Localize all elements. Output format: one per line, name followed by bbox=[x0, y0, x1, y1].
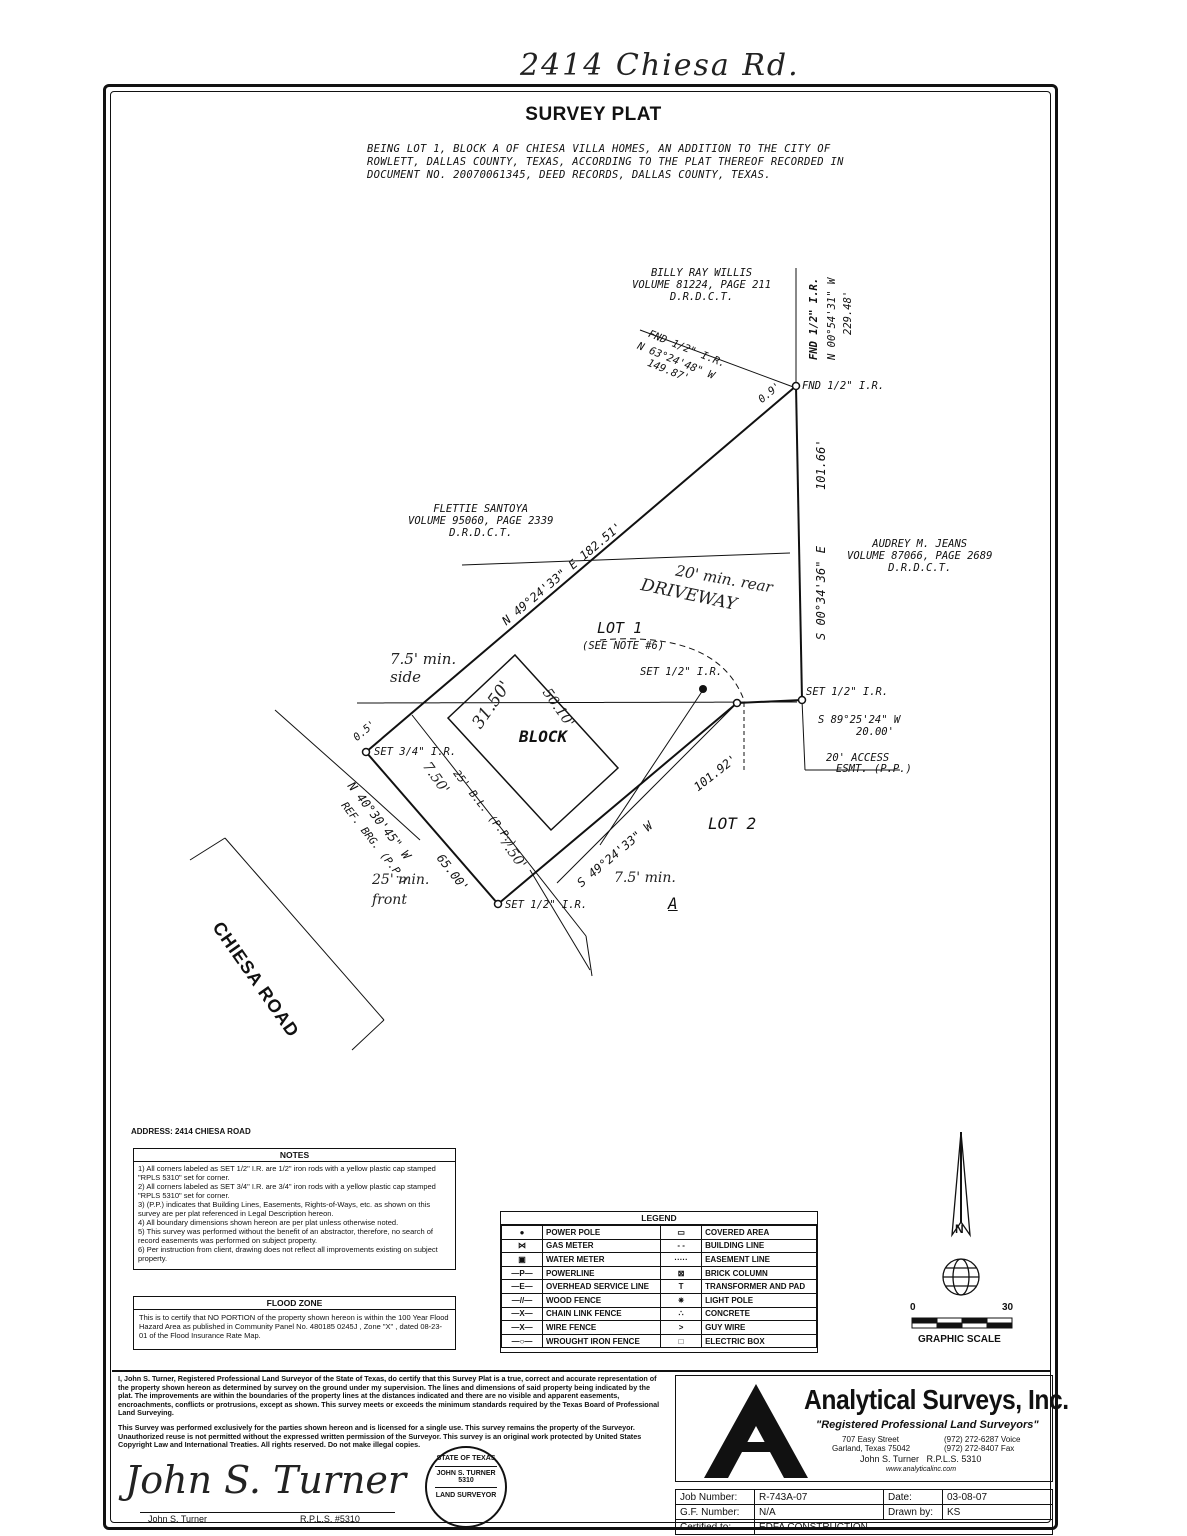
n-bearing-vertical: N 00°54'31" W bbox=[826, 277, 838, 360]
company-web: www.analyticalinc.com bbox=[886, 1466, 957, 1473]
set-ir-b: SET 1/2" I.R. bbox=[806, 686, 889, 698]
flood-zone-text: This is to certify that NO PORTION of th… bbox=[139, 1313, 449, 1340]
gf-number-value: N/A bbox=[754, 1504, 884, 1520]
graphic-scale-bar bbox=[911, 1317, 1013, 1329]
note-item: 1) All corners labeled as SET 1/2" I.R. … bbox=[138, 1164, 436, 1182]
outer-frame bbox=[103, 84, 1058, 1530]
north-label: N bbox=[955, 1222, 964, 1236]
surveyor-name: John S. Turner bbox=[148, 1514, 208, 1524]
company-street: 707 Easy Street bbox=[842, 1435, 899, 1444]
signature: John S. Turner bbox=[125, 1458, 407, 1502]
east-bearing: S 00°34'36" E bbox=[814, 546, 828, 640]
certified-to-value: EDFA CONSTRUCTION bbox=[754, 1519, 1053, 1535]
hand-front: 25' min. front bbox=[372, 872, 430, 908]
east-boundary-line bbox=[795, 385, 803, 701]
flood-zone-box: FLOOD ZONE This is to certify that NO PO… bbox=[133, 1296, 456, 1350]
n-dist-vertical: 229.48' bbox=[842, 290, 854, 335]
notes-box: NOTES 1) All corners labeled as SET 1/2"… bbox=[133, 1148, 456, 1270]
southwest-boundary-line bbox=[365, 751, 499, 905]
d20-label: 20.00' bbox=[856, 726, 894, 738]
company-city: Garland, Texas 75042 bbox=[832, 1444, 911, 1453]
company-voice: (972) 272-6287 Voice bbox=[944, 1435, 1021, 1444]
company-logo-icon bbox=[704, 1384, 808, 1478]
lot2-label: LOT 2 bbox=[708, 814, 757, 833]
hand-side-2: 7.5' min. bbox=[614, 870, 676, 886]
surveyor-rpls: R.P.L.S. #5310 bbox=[300, 1514, 360, 1524]
fnd-ir-vertical: FND 1/2" I.R. bbox=[808, 277, 820, 360]
job-number-value: R-743A-07 bbox=[754, 1489, 884, 1505]
set-ir-a: SET 1/2" I.R. bbox=[640, 666, 723, 678]
date-value: 03-08-07 bbox=[942, 1489, 1053, 1505]
note-item: 3) (P.P.) indicates that Building Lines,… bbox=[138, 1200, 431, 1218]
certified-to-label: Certified to: bbox=[675, 1519, 755, 1535]
note-item: 2) All corners labeled as SET 3/4" I.R. … bbox=[138, 1182, 436, 1200]
company-name: Analytical Surveys, Inc. bbox=[804, 1384, 1069, 1415]
surveyor-seal: STATE OF TEXAS JOHN S. TURNER 5310 LAND … bbox=[425, 1446, 507, 1528]
note-item: 6) Per instruction from client, drawing … bbox=[138, 1245, 438, 1263]
hand-side: 7.5' min. side bbox=[390, 650, 457, 686]
graphic-scale-label: GRAPHIC SCALE bbox=[918, 1334, 1001, 1345]
southeast-boundary-line bbox=[497, 702, 738, 905]
handwritten-address: 2414 Chiesa Rd. bbox=[520, 48, 800, 83]
date-label: Date: bbox=[883, 1489, 943, 1505]
notes-header: NOTES bbox=[134, 1149, 455, 1162]
signature-line bbox=[140, 1512, 395, 1513]
scale-zero: 0 bbox=[910, 1302, 916, 1313]
legal-description: BEING LOT 1, BLOCK A OF CHIESA VILLA HOM… bbox=[367, 143, 844, 181]
see-note-label: (SEE NOTE #6) bbox=[582, 640, 665, 652]
block-a-label: A bbox=[668, 894, 678, 913]
company-surveyor: John S. Turner R.P.L.S. 5310 bbox=[860, 1454, 982, 1464]
fnd-ir-top-label: FND 1/2" I.R. bbox=[802, 380, 885, 392]
block-label: BLOCK bbox=[519, 727, 568, 746]
access-label: 20' ACCESS bbox=[826, 752, 890, 764]
job-number-label: Job Number: bbox=[675, 1489, 755, 1505]
set-34-label: SET 3/4" I.R. bbox=[374, 746, 457, 758]
north-arrow-icon bbox=[942, 1131, 980, 1296]
company-tagline: "Registered Professional Land Surveyors" bbox=[816, 1419, 1039, 1431]
note-item: 4) All boundary dimensions shown hereon … bbox=[138, 1218, 399, 1227]
legend-header: LEGEND bbox=[501, 1212, 817, 1225]
company-box: Analytical Surveys, Inc. "Registered Pro… bbox=[675, 1375, 1069, 1482]
company-fax: (972) 272-8407 Fax bbox=[944, 1444, 1015, 1453]
s89-label: S 89°25'24" W bbox=[818, 714, 901, 726]
bottom-divider bbox=[112, 1370, 1050, 1372]
legend-box: LEGEND ●POWER POLE▭COVERED AREA ⋈GAS MET… bbox=[500, 1211, 818, 1353]
flood-zone-header: FLOOD ZONE bbox=[134, 1297, 455, 1310]
inner-frame bbox=[110, 91, 1051, 1523]
drawn-by-label: Drawn by: bbox=[883, 1504, 943, 1520]
esmt-label: ESMT. (P.P.) bbox=[836, 763, 912, 775]
note-item: 5) This survey was performed without the… bbox=[138, 1227, 434, 1245]
gf-number-label: G.F. Number: bbox=[675, 1504, 755, 1520]
set-ir-c: SET 1/2" I.R. bbox=[505, 899, 588, 911]
scale-thirty: 30 bbox=[1002, 1302, 1014, 1313]
certification-text: I, John S. Turner, Registered Profession… bbox=[118, 1374, 660, 1450]
east-dist: 101.66' bbox=[814, 439, 828, 490]
lot1-label: LOT 1 bbox=[597, 619, 643, 637]
n-bearing-top: FND 1/2" I.R. bbox=[808, 278, 820, 360]
north-boundary-line bbox=[365, 385, 797, 753]
drawn-by-value: KS bbox=[942, 1504, 1053, 1520]
job-info-table: Job Number: R-743A-07 Date: 03-08-07 G.F… bbox=[675, 1489, 1053, 1535]
address-label: ADDRESS: 2414 CHIESA ROAD bbox=[131, 1127, 251, 1136]
fnd-leader-line bbox=[639, 329, 797, 389]
page-title: SURVEY PLAT bbox=[525, 104, 662, 125]
